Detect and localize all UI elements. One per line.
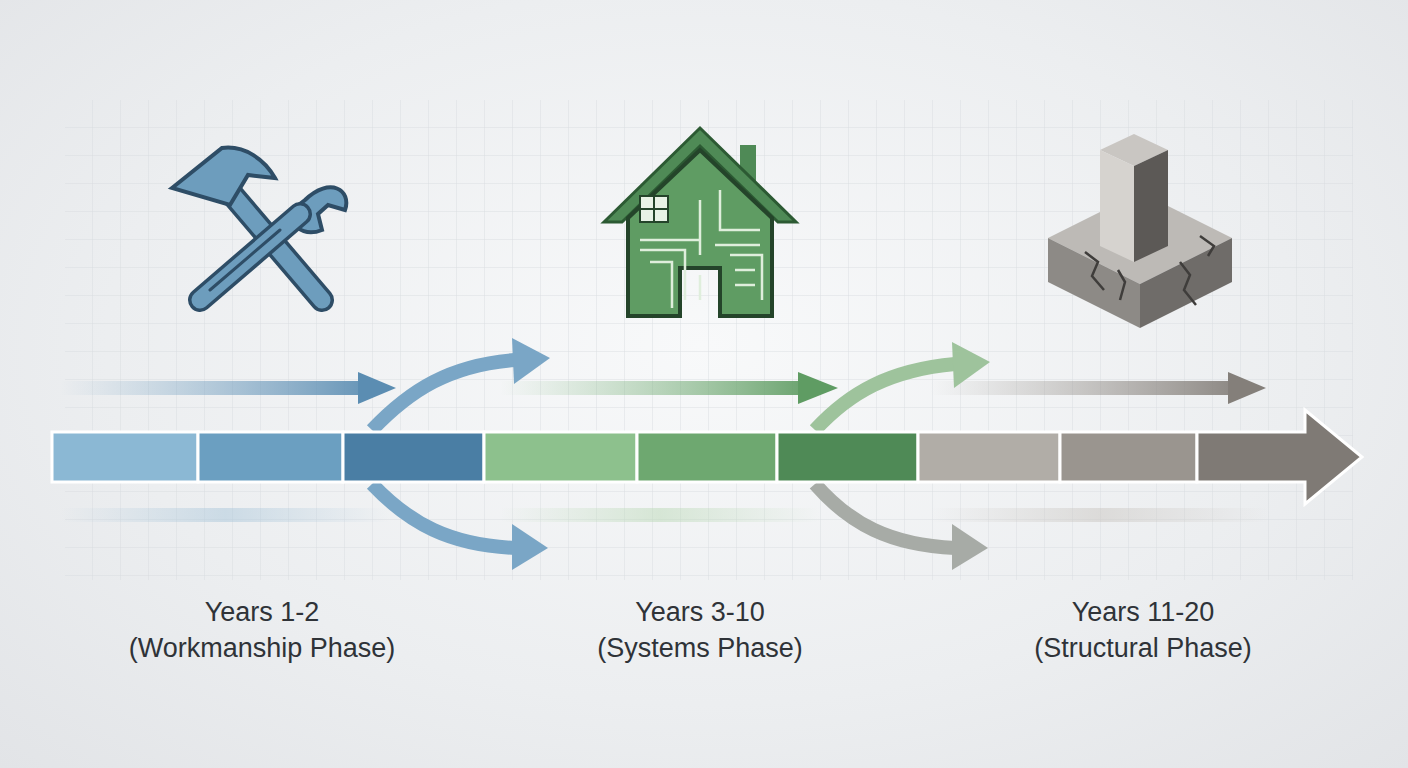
foundation-icon xyxy=(1048,134,1232,328)
phase-name: (Systems Phase) xyxy=(597,632,803,664)
phase-years: Years 1-2 xyxy=(205,596,320,628)
phase-years: Years 3-10 xyxy=(635,596,765,628)
house-icon xyxy=(604,128,796,316)
tools-icon xyxy=(172,148,346,300)
phase-years: Years 11-20 xyxy=(1072,596,1215,628)
phase-name: (Structural Phase) xyxy=(1034,632,1252,664)
phase-name: (Workmanship Phase) xyxy=(129,632,396,664)
